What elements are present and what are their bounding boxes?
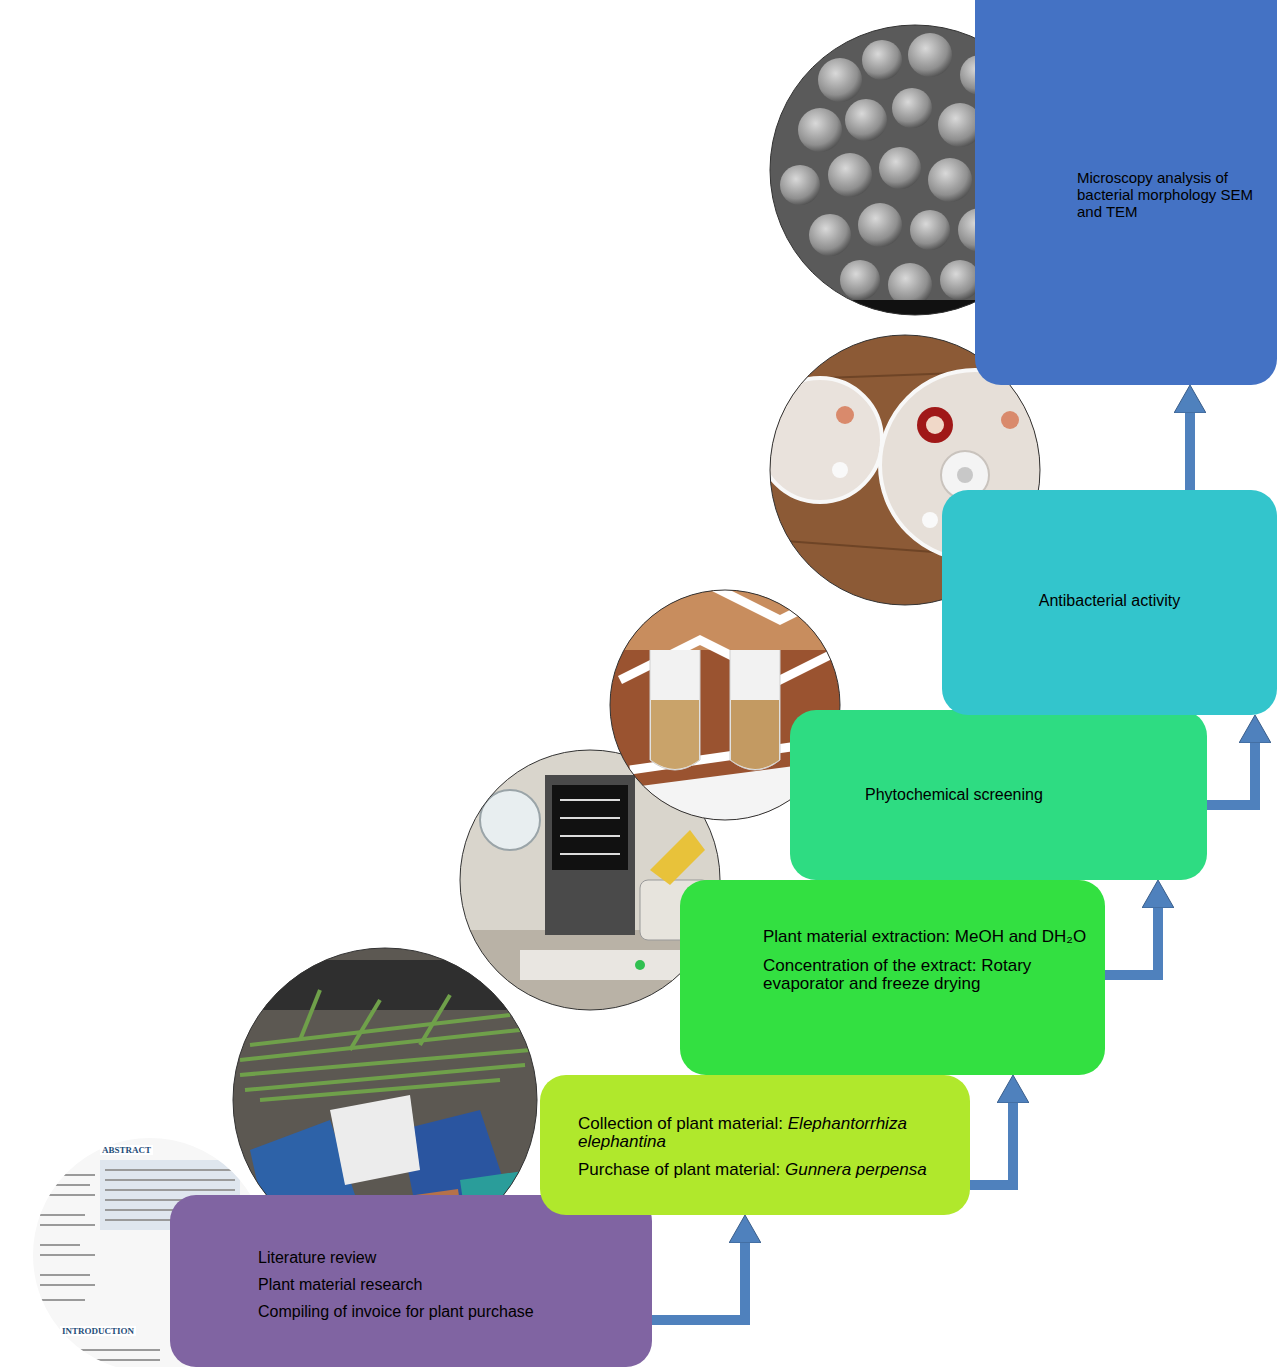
- petri-dish-photo: [758, 378, 882, 502]
- box-text: Microscopy analysis of bacterial morphol…: [1077, 170, 1269, 220]
- process-box: Collection of plant material: Elephantor…: [540, 1075, 970, 1215]
- rotary-evaporator-photo: [545, 775, 635, 935]
- paper-photo: [105, 1189, 235, 1191]
- paper-photo: [60, 1349, 160, 1351]
- plant-photo: [330, 1095, 420, 1185]
- plant-photo: [260, 1080, 500, 1100]
- plant-photo: [240, 1050, 530, 1075]
- process-box: Microscopy analysis of bacterial morphol…: [975, 0, 1277, 385]
- paper-photo: [40, 1299, 85, 1301]
- test-tube-photo: [650, 650, 700, 770]
- petri-dish-photo: [926, 416, 944, 434]
- box-text: Literature review: [258, 1250, 632, 1267]
- process-box: Antibacterial activity: [942, 490, 1277, 715]
- box-text: Purchase of plant material: Gunnera perp…: [578, 1161, 952, 1179]
- rotary-evaporator-photo: [560, 835, 620, 837]
- rotary-evaporator-photo: [552, 785, 628, 870]
- paper-photo: [40, 1244, 80, 1246]
- rotary-evaporator-photo: [560, 799, 620, 801]
- paper-photo: [40, 1224, 95, 1226]
- box-text: Plant material extraction: MeOH and DH₂O: [763, 928, 1087, 947]
- box-text: Collection of plant material: Elephantor…: [578, 1115, 952, 1151]
- box-text: Antibacterial activity: [960, 592, 1259, 610]
- box-text: Plant material research: [258, 1277, 632, 1294]
- sem-micrograph: [809, 214, 851, 256]
- species-name: Gunnera perpensa: [785, 1160, 927, 1179]
- sem-micrograph: [840, 260, 880, 300]
- sem-micrograph: [910, 210, 950, 250]
- box-text: Phytochemical screening: [865, 786, 1189, 804]
- petri-dish-photo: [832, 462, 848, 478]
- flow-arrow: [652, 1243, 745, 1320]
- petri-dish-photo: [922, 512, 938, 528]
- paper-photo: [40, 1274, 90, 1276]
- sem-micrograph: [780, 165, 820, 205]
- flow-arrow: [1207, 743, 1255, 805]
- sem-micrograph: [858, 203, 902, 247]
- petri-dish-photo: [957, 467, 973, 483]
- rotary-evaporator-photo: [650, 830, 705, 885]
- plant-photo: [250, 1015, 510, 1045]
- box-text: Concentration of the extract: Rotary eva…: [763, 957, 1087, 994]
- plant-photo: [245, 1065, 525, 1090]
- test-tube-photo: [731, 700, 779, 769]
- box-text: Compiling of invoice for plant purchase: [258, 1304, 632, 1321]
- text-part: Purchase of plant material:: [578, 1160, 785, 1179]
- sem-micrograph: [879, 147, 921, 189]
- paper-photo: [40, 1214, 85, 1216]
- plant-photo: [420, 995, 450, 1045]
- sem-micrograph: [818, 58, 862, 102]
- petri-dish-photo: [1001, 411, 1019, 429]
- rotary-evaporator-photo: [560, 853, 620, 855]
- sem-micrograph: [940, 260, 980, 300]
- flow-arrow: [1185, 413, 1195, 490]
- sem-micrograph: [862, 40, 902, 80]
- paper-photo: [60, 1359, 160, 1361]
- paper-heading: INTRODUCTION: [60, 1326, 136, 1336]
- sem-micrograph: [928, 158, 972, 202]
- plant-photo: [350, 1000, 380, 1050]
- text-part: Collection of plant material:: [578, 1114, 788, 1133]
- sem-micrograph: [845, 99, 887, 141]
- petri-dish-photo: [836, 406, 854, 424]
- test-tube-photo: [651, 700, 699, 769]
- paper-photo: [40, 1254, 95, 1256]
- plant-photo: [240, 990, 530, 1100]
- sem-micrograph: [892, 88, 932, 128]
- rotary-evaporator-photo: [520, 950, 690, 980]
- sem-micrograph: [798, 108, 842, 152]
- flow-arrow: [1105, 908, 1158, 975]
- test-tube-photo: [620, 580, 840, 620]
- paper-photo: [105, 1169, 235, 1171]
- process-box: Plant material extraction: MeOH and DH₂O…: [680, 880, 1105, 1075]
- rotary-evaporator-photo: [480, 790, 540, 850]
- sem-micrograph: [828, 153, 872, 197]
- rotary-evaporator-photo: [560, 817, 620, 819]
- plant-photo: [250, 960, 530, 1010]
- rotary-evaporator-photo: [635, 960, 645, 970]
- test-tube-photo: [610, 590, 840, 650]
- paper-photo: [40, 1184, 90, 1186]
- process-box: Literature reviewPlant material research…: [170, 1195, 652, 1367]
- test-tube-photo: [730, 650, 780, 770]
- plant-photo: [300, 990, 320, 1040]
- paper-photo: [105, 1179, 235, 1181]
- paper-photo: [40, 1174, 95, 1176]
- paper-photo: [40, 1284, 95, 1286]
- petri-dish-photo: [917, 407, 953, 443]
- paper-heading: ABSTRACT: [100, 1145, 153, 1155]
- flow-arrow: [970, 1103, 1013, 1185]
- rotary-evaporator-photo: [560, 800, 620, 854]
- process-box: Phytochemical screening: [790, 710, 1207, 880]
- sem-micrograph: [908, 33, 952, 77]
